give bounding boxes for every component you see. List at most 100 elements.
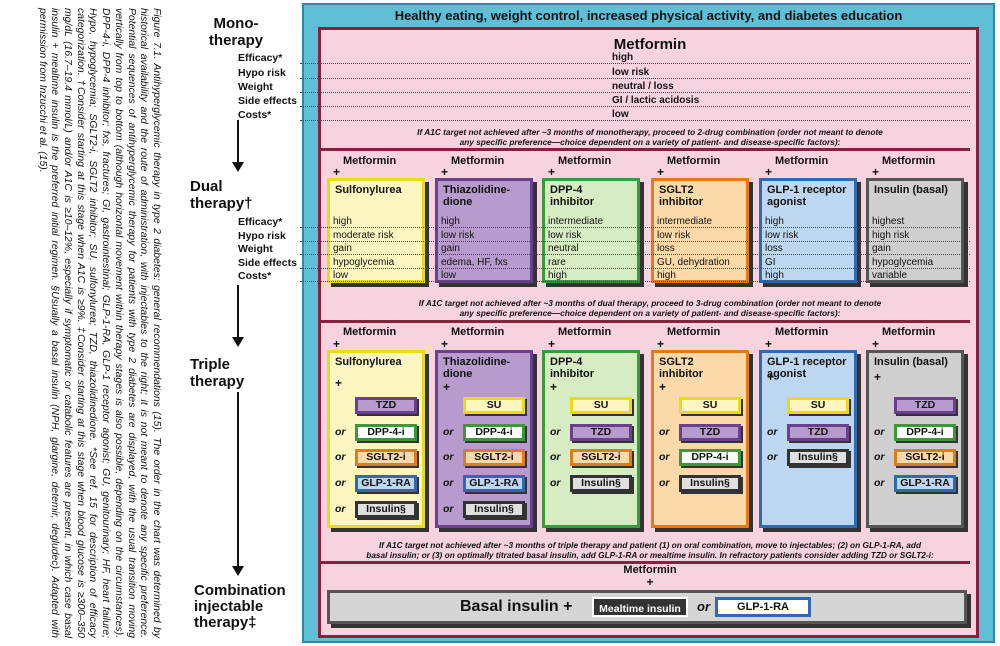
option-chip: TZD <box>894 397 956 414</box>
dual-box-title: DPP-4 inhibitor <box>550 184 594 208</box>
note-1-line2: any specific preference—choice dependent… <box>459 137 841 147</box>
dual-box-0: Sulfonylurea <box>327 178 425 283</box>
or-label: or <box>335 477 346 489</box>
stage-mono-line2: therapy <box>208 32 264 49</box>
dual-value: high <box>548 270 567 281</box>
dual-metformin-label: Metformin <box>882 155 936 167</box>
arrow-line-3 <box>237 392 239 570</box>
triple-plus: + <box>333 337 341 351</box>
dual-value: gain <box>333 243 352 254</box>
dual-box-3: SGLT2 inhibitor <box>651 178 749 283</box>
mono-row-label: Efficacy* <box>238 52 283 64</box>
triple-metformin-label: Metformin <box>343 326 397 338</box>
stage-combo-line3: therapy‡ <box>194 614 257 631</box>
dual-plus: + <box>333 165 341 179</box>
dual-box-title: GLP-1 receptor agonist <box>767 184 847 208</box>
dual-row-label: Efficacy* <box>238 216 283 228</box>
triple-inner-plus: + <box>767 370 775 384</box>
note-2: If A1C target not achieved after ~3 mont… <box>330 298 970 318</box>
or-label: or <box>659 426 670 438</box>
arrow-down-icon <box>232 162 244 172</box>
triple-metformin-label: Metformin <box>775 326 829 338</box>
mono-row-value: high <box>612 52 634 63</box>
option-chip: TZD <box>355 397 417 414</box>
triple-inner-plus: + <box>874 370 882 384</box>
triple-box-title: Insulin (basal) <box>874 356 948 368</box>
or-label: or <box>767 451 778 463</box>
mono-row-label: Costs* <box>238 109 272 121</box>
or-label: or <box>443 426 454 438</box>
note-2-line1: If A1C target not achieved after ~3 mont… <box>418 298 882 308</box>
dual-value: GU, dehydration <box>657 257 730 268</box>
dual-box-5: Insulin (basal) <box>866 178 964 283</box>
dual-value: rare <box>548 257 566 268</box>
triple-plus: + <box>765 337 773 351</box>
triple-box-title: SGLT2 inhibitor <box>659 356 703 380</box>
option-chip: TZD <box>679 424 741 441</box>
option-chip: GLP-1-RA <box>894 475 956 492</box>
mono-row-dots <box>300 78 970 79</box>
triple-metformin-label: Metformin <box>882 326 936 338</box>
mono-row-dots <box>300 120 970 121</box>
or-label: or <box>659 477 670 489</box>
dual-value: high <box>765 270 784 281</box>
dual-value: high <box>333 216 352 227</box>
stage-combo-line1: Combination <box>194 582 286 599</box>
option-chip: SGLT2-i <box>463 449 525 466</box>
or-label: or <box>550 426 561 438</box>
arrow-line-2 <box>237 285 239 340</box>
dual-plus: + <box>548 165 556 179</box>
dual-plus: + <box>441 165 449 179</box>
mono-title: Metformin <box>613 36 687 53</box>
option-chip: Insulin§ <box>355 501 417 518</box>
triple-metformin-label: Metformin <box>667 326 721 338</box>
option-chip: SGLT2-i <box>355 449 417 466</box>
option-chip: TZD <box>570 424 632 441</box>
combo-or: or <box>697 599 710 614</box>
dual-value: low risk <box>765 230 799 241</box>
option-chip: Insulin§ <box>787 449 849 466</box>
triple-box-title: DPP-4 inhibitor <box>550 356 594 380</box>
triple-inner-plus: + <box>443 380 451 394</box>
option-chip: SU <box>570 397 632 414</box>
triple-metformin-label: Metformin <box>558 326 612 338</box>
triple-inner-plus: + <box>550 380 558 394</box>
dual-row-label: Hypo risk <box>238 230 286 242</box>
dual-value: high <box>765 216 784 227</box>
triple-metformin-label: Metformin <box>451 326 505 338</box>
option-chip: SGLT2-i <box>894 449 956 466</box>
note-1: If A1C target not achieved after ~3 mont… <box>330 127 970 147</box>
dual-box-title: Insulin (basal) <box>874 184 948 196</box>
note-3-line2: basal insulin; or (3) on optimally titra… <box>366 550 934 560</box>
stage-dual-line1: Dual <box>190 178 223 195</box>
or-label: or <box>550 451 561 463</box>
dual-value: GI <box>765 257 776 268</box>
option-chip: GLP-1-RA <box>355 475 417 492</box>
arrow-line-1 <box>237 120 239 165</box>
or-label: or <box>443 503 454 515</box>
or-label: or <box>874 451 885 463</box>
separator-2 <box>321 320 970 323</box>
header-title: Healthy eating, weight control, increase… <box>394 8 903 23</box>
triple-inner-plus: + <box>659 380 667 394</box>
option-chip: DPP-4-i <box>679 449 741 466</box>
option-chip: GLP-1-RA <box>463 475 525 492</box>
arrow-down-icon <box>232 337 244 347</box>
dual-value: intermediate <box>548 216 604 227</box>
arrow-down-icon <box>232 566 244 576</box>
dual-value: low risk <box>657 230 691 241</box>
dual-box-title: Sulfonylurea <box>335 184 402 196</box>
option-chip: Insulin§ <box>463 501 525 518</box>
note-3-line1: If A1C target not achieved after ~3 mont… <box>378 540 922 550</box>
triple-plus: + <box>657 337 665 351</box>
dual-row-label: Side effects <box>238 257 297 269</box>
option-chip: DPP-4-i <box>894 424 956 441</box>
or-label: or <box>659 451 670 463</box>
dual-value: variable <box>872 270 908 281</box>
stage-triple-line2: therapy <box>190 373 245 390</box>
stage-triple-line1: Triple <box>190 356 231 373</box>
combo-mealtime-chip: Mealtime insulin <box>592 597 688 617</box>
or-label: or <box>443 451 454 463</box>
triple-inner-plus: + <box>335 376 343 390</box>
dual-value: hypoglycemia <box>333 257 395 268</box>
